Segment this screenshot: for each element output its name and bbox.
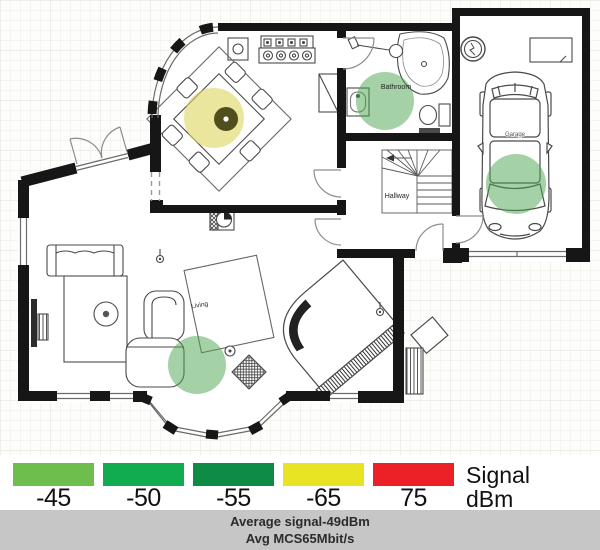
round-side-table (93, 301, 119, 327)
signal-spot-living (168, 336, 226, 394)
tv-stand (37, 313, 49, 341)
room-label-living: Living (191, 301, 209, 311)
radiator (405, 347, 424, 395)
legend-value: -50 (126, 484, 161, 512)
signal-spot-bathroom (356, 72, 414, 130)
legend-value: -45 (36, 484, 71, 512)
garage-side-door (455, 215, 484, 244)
thermostat-icon (155, 249, 165, 264)
room-label-bathroom: Bathroom (381, 84, 412, 91)
signal-spot-garage (486, 154, 546, 214)
room-labels: Bathroom Garage Hallway Living (191, 84, 527, 311)
tall-cabinet (318, 73, 339, 113)
legend-value: 75 (400, 484, 427, 512)
legend-swatch (103, 463, 184, 486)
wicker-table (231, 354, 267, 390)
doors (69, 37, 484, 252)
tv (31, 299, 37, 347)
sofa (46, 244, 124, 277)
floor-plan-svg: Bathroom Garage Hallway Living (0, 0, 600, 455)
living-hall-door (314, 218, 342, 246)
legend-swatch (283, 463, 364, 486)
entry-opening (150, 172, 161, 201)
legend-swatch (13, 463, 94, 486)
status-bar: Average signal-49dBm Avg MCS65Mbit/s (0, 510, 600, 550)
curved-window-wall (147, 22, 219, 119)
legend-item: -55 (193, 463, 274, 512)
walls-diagonal (20, 141, 160, 188)
legend-title: Signal dBm (466, 463, 530, 512)
chaise (125, 337, 185, 388)
stairs-direction-arrow (386, 154, 394, 162)
legend-value: -55 (216, 484, 251, 512)
average-mcs-text: Avg MCS65Mbit/s (245, 531, 355, 546)
room-label-garage: Garage (505, 132, 526, 138)
bathroom-door (342, 37, 375, 70)
legend-item: -45 (13, 463, 94, 512)
room-label-hallway: Hallway (385, 193, 410, 200)
armchair (143, 290, 185, 342)
legend-item: 75 (373, 463, 454, 512)
garage-shelf (529, 37, 573, 63)
stairs (381, 149, 453, 214)
dining-hall-door (313, 169, 342, 198)
front-double-door (69, 126, 128, 165)
legend-title-line2: dBm (466, 486, 514, 512)
legend-item: -65 (283, 463, 364, 512)
back-door (415, 223, 444, 252)
signal-legend: -45 -50 -55 -65 75 Signal dBm (0, 455, 600, 512)
access-point-glow (184, 88, 244, 148)
signal-overlay (168, 72, 546, 394)
small-table-round (224, 345, 236, 357)
floor-plan: Bathroom Garage Hallway Living (0, 0, 600, 455)
windows (19, 152, 566, 400)
average-signal-text: Average signal-49dBm (230, 514, 370, 529)
grand-piano (282, 259, 449, 401)
thermostat-icon (375, 302, 385, 317)
legend-swatch (373, 463, 454, 486)
legend-row: -45 -50 -55 -65 75 (0, 463, 454, 512)
garage-meter (460, 36, 486, 62)
bath-mat (419, 128, 440, 135)
legend-swatch (193, 463, 274, 486)
legend-item: -50 (103, 463, 184, 512)
legend-title-line1: Signal (466, 462, 530, 488)
legend-value: -65 (306, 484, 341, 512)
living-rug (183, 254, 275, 354)
bay-window (137, 391, 294, 440)
kitchen-counter (227, 35, 316, 64)
